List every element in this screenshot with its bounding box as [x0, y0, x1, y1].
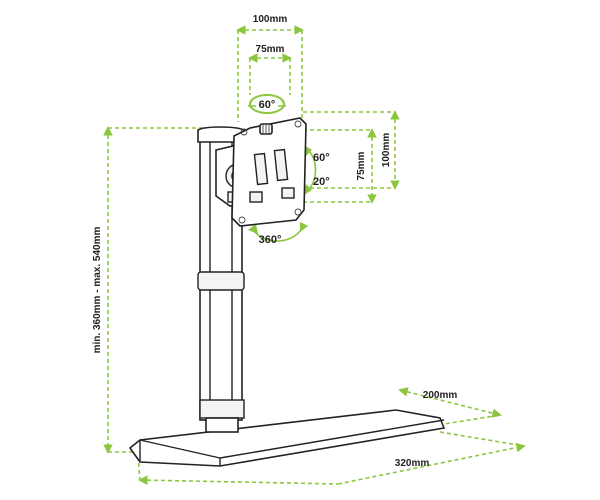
swivel-60-arrow-icon: [247, 94, 287, 114]
vesa-plate: [231, 117, 307, 227]
vesa-outer-vertical-label: 100mm: [381, 133, 392, 168]
base-plate: [128, 409, 446, 467]
base-depth-label: 200mm: [423, 390, 458, 401]
height-range-label: min. 360mm - max. 540mm: [92, 227, 103, 354]
base-width-label: 320mm: [395, 458, 430, 469]
tilt-down-label: 20°: [313, 176, 330, 188]
vesa-inner-vertical-label: 75mm: [356, 151, 367, 180]
swivel-angle-label: 60°: [259, 99, 276, 111]
tilt-up-label: 60°: [313, 152, 330, 164]
rotation-angle-label: 360°: [259, 234, 282, 246]
vesa-outer-label: 100mm: [253, 14, 288, 25]
dimension-lines: [103, 25, 526, 485]
rotation-360-arrow-icon: [248, 222, 308, 242]
vesa-inner-label: 75mm: [256, 44, 285, 55]
